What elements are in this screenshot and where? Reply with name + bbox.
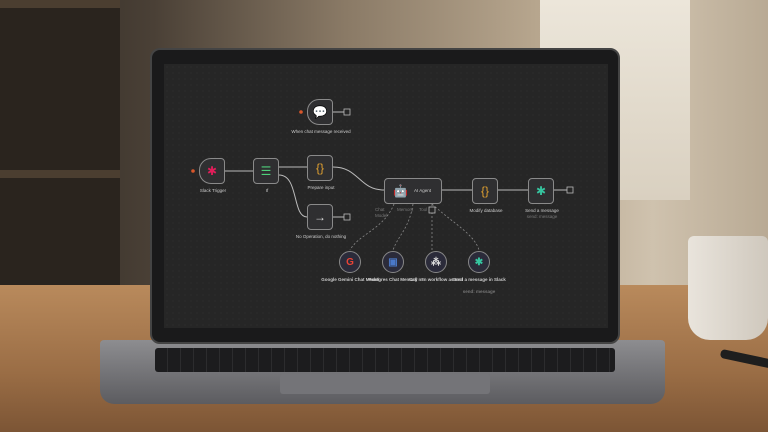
slack-icon: ✱ [474,256,484,268]
node-label: AI Agent [413,188,431,194]
subnode-gemini[interactable]: G Google Gemini Chat Model [321,251,379,282]
port-label: Tool [419,207,428,212]
filter-icon: ☰ [260,164,272,178]
node-label: Google Gemini Chat Model [321,277,379,282]
node-label: Call n8n workflow as tool [408,277,463,282]
node-ai-agent[interactable]: 🤖 AI Agent Chat Model Memory Tool [375,178,442,218]
node-chat-trigger[interactable]: 💬 When chat message received [291,99,351,134]
trigger-dot [191,169,195,173]
node-label: Postgres Chat Memory [368,277,418,282]
node-send-message[interactable]: ✱ Send a message send: message [525,178,559,219]
node-no-operation[interactable]: → No Operation, do nothing [296,204,346,239]
shelf-board [0,170,120,178]
node-label: No Operation, do nothing [295,234,347,239]
trigger-dot [299,110,303,114]
node-if[interactable]: ☰ If [253,158,279,193]
connections [191,108,574,251]
code-braces-icon: {} [315,161,324,175]
add-node-handle [428,206,436,214]
node-label: Send a message [525,208,559,213]
add-node-handle [343,213,351,221]
workflow-canvas[interactable]: 💬 When chat message received ✱ Slack Tri… [164,64,608,328]
port-label: Chat Model [375,207,388,218]
google-icon: G [346,256,354,268]
workflow-icon: ⁂ [431,256,441,268]
add-node-handle [343,108,351,116]
database-icon: ▣ [388,256,398,268]
node-label: If [265,188,269,193]
node-prepare-input[interactable]: {} Prepare input [307,155,335,190]
subnode-slack-tool[interactable]: ✱ Send a message in Slack send: message [452,251,506,294]
add-node-handle [566,186,574,194]
subnode-workflow-tool[interactable]: ⁂ Call n8n workflow as tool [409,251,463,282]
coffee-mug [688,236,768,340]
code-braces-icon: {} [480,184,489,198]
shelf-board [0,0,120,8]
node-modify-database[interactable]: {} Modify database [469,178,503,213]
connection [392,203,414,251]
connection [278,174,308,218]
slack-icon: ✱ [535,184,547,198]
node-label: Send a message in Slack [452,277,506,282]
bookshelf [0,0,120,290]
node-label: Modify database [469,208,503,213]
node-label: Prepare input [307,185,335,190]
arrow-right-icon: → [314,210,326,224]
node-label: When chat message received [291,129,351,134]
slack-icon: ✱ [206,164,218,178]
keyboard [155,348,615,372]
node-sublabel: send: message [526,214,558,219]
node-slack-trigger[interactable]: ✱ Slack Trigger [199,158,226,193]
port-label: Memory [397,207,414,212]
chat-icon: 💬 [312,105,328,119]
node-sublabel: send: message [462,289,496,294]
connection [431,203,480,251]
node-label: Slack Trigger [199,188,227,193]
connection [332,166,385,191]
trackpad [280,374,490,394]
subnode-postgres[interactable]: ▣ Postgres Chat Memory [368,251,418,282]
robot-icon: 🤖 [393,184,408,198]
